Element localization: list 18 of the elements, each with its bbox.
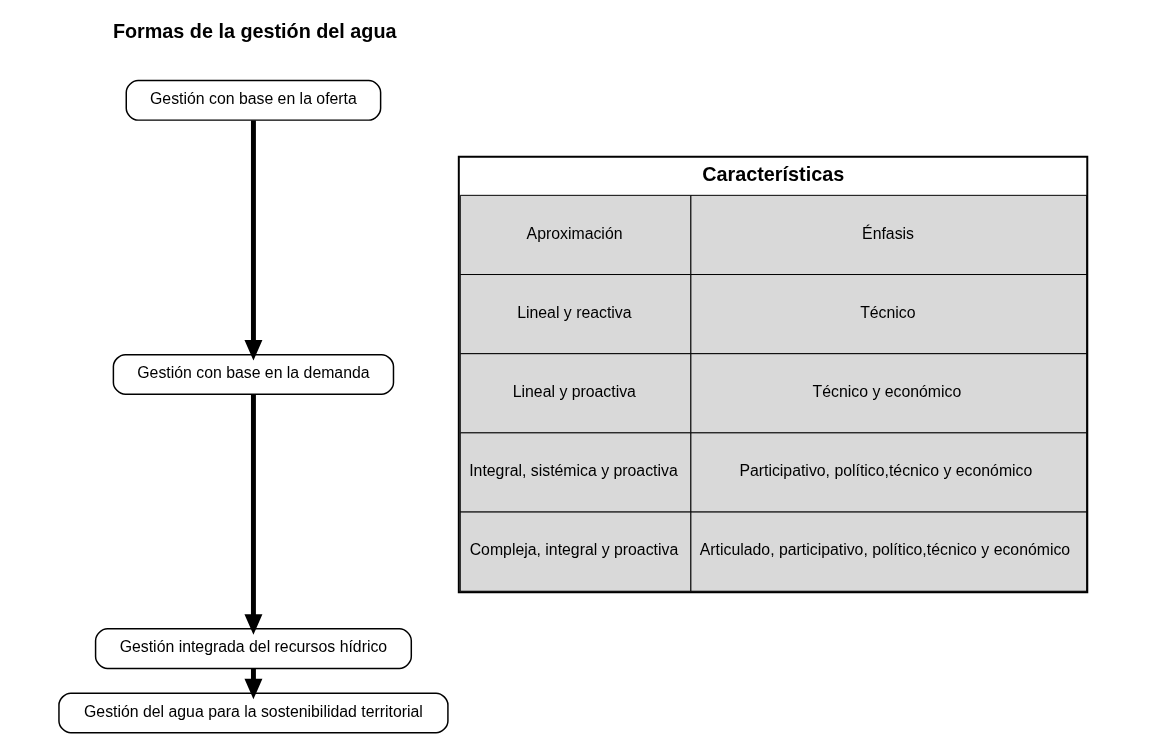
label: Características [701,162,844,185]
node-box: Gestión con base en la demanda [112,353,394,395]
label: Articulado, participativo, político,técnico y económico [699,541,1070,559]
label: Técnico y económico [812,383,961,401]
arrow [243,120,262,361]
label: Lineal y reactiva [516,303,632,321]
label: Técnico [859,303,916,321]
label: Aproximación [526,224,622,242]
label: Compleja, integral y proactiva [469,541,678,559]
node-box: Gestión del agua para la sostenibilidad territorial [57,692,449,734]
label: Énfasis [861,224,914,242]
node-box: Gestión con base en la oferta [125,79,381,121]
label: Formas de la gestión del agua [112,19,397,42]
label: Integral, sistémica y proactiva [468,462,678,480]
label: Lineal y proactiva [512,383,636,401]
node-box: Gestión integrada del recursos hídrico [94,628,412,670]
label: Participativo, político,técnico y económico [738,462,1032,480]
arrow [243,394,262,635]
